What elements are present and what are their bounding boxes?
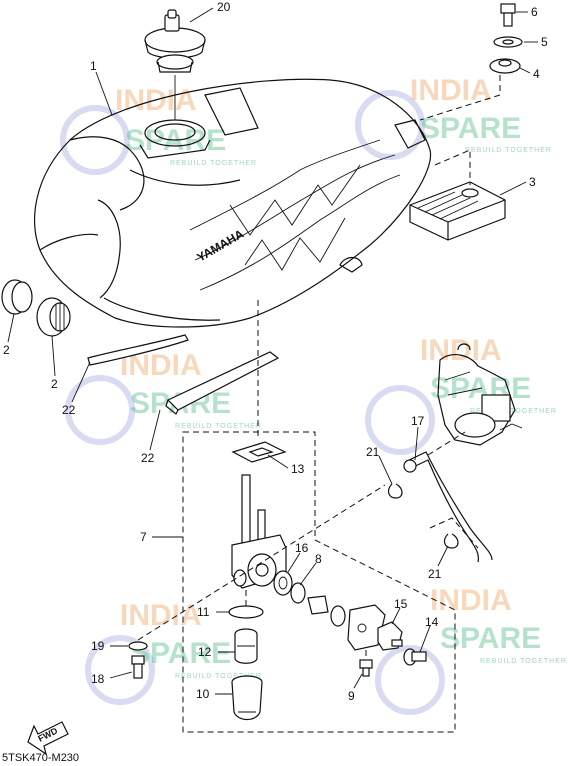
watermark-tagline: REBUILD TOGETHER (175, 673, 262, 680)
washer-19 (128, 641, 148, 651)
watermark-logo (365, 385, 435, 455)
watermark-word2: SPARE (420, 112, 521, 145)
watermark-word2: SPARE (440, 622, 541, 655)
seal-strip-22-upper (87, 334, 189, 366)
callout-10: 10 (196, 687, 210, 701)
watermark-tagline: REBUILD TOGETHER (470, 408, 557, 415)
callout-16: 16 (295, 541, 309, 555)
lever-shaft (307, 595, 386, 651)
watermark-logo (375, 645, 445, 715)
callout-14: 14 (425, 615, 439, 629)
callout-8: 8 (315, 552, 322, 566)
gasket-13 (231, 441, 287, 463)
callout-21-lower: 21 (428, 567, 442, 581)
fuel-cock-assembly-frame (182, 431, 456, 733)
callout-1: 1 (90, 59, 97, 73)
seal-strip-22-lower (165, 351, 280, 415)
fwd-arrow: FWD (27, 721, 69, 756)
o-ring-11 (228, 605, 264, 619)
callout-12: 12 (198, 645, 212, 659)
callout-11: 11 (197, 605, 210, 619)
tank-brand-label: YAMAHA (195, 227, 247, 265)
watermark-word1: INDIA (420, 334, 502, 367)
hose-clip-21-lower (429, 517, 479, 549)
watermark-logo (65, 375, 135, 445)
watermark-6: INDIA SPARE REBUILD TOGETHER (375, 584, 567, 715)
leader-lines (7, 7, 538, 695)
callout-18: 18 (91, 672, 105, 686)
callout-9: 9 (348, 689, 355, 703)
watermark-1: INDIA SPARE REBUILD TOGETHER (60, 84, 257, 175)
carburetor (437, 343, 523, 446)
callout-6: 6 (531, 5, 538, 19)
o-ring-8 (290, 582, 306, 604)
watermark-word1: INDIA (430, 584, 512, 617)
callout-5: 5 (541, 35, 548, 49)
watermark-logo (85, 635, 155, 705)
bolt-alignment-guide (137, 484, 386, 641)
callout-labels: 20 1 6 5 4 3 2 2 22 22 13 7 21 17 21 16 … (3, 0, 548, 703)
callout-19: 19 (91, 639, 105, 653)
callout-2-left: 2 (3, 343, 10, 357)
hose-clip-21-upper (387, 483, 403, 499)
watermark-5: INDIA SPARE REBUILD TOGETHER (85, 599, 262, 705)
callout-22-upper: 22 (62, 403, 76, 417)
watermark-word1: INDIA (410, 74, 492, 107)
bolt-6 (500, 3, 516, 27)
watermark-word1: INDIA (115, 84, 197, 117)
fuel-tank: YAMAHA (34, 78, 432, 328)
callout-4: 4 (533, 67, 540, 81)
fuel-cap (144, 9, 206, 120)
callout-13: 13 (291, 462, 305, 476)
cap-2-right (36, 297, 71, 337)
cap-2-left (1, 279, 33, 315)
watermark-word2: SPARE (130, 637, 231, 670)
callout-7: 7 (140, 530, 147, 544)
callout-2-right: 2 (51, 377, 58, 391)
bolt-18 (131, 655, 145, 679)
watermark-tagline: REBUILD TOGETHER (480, 658, 567, 665)
watermark-tagline: REBUILD TOGETHER (175, 423, 262, 430)
diagram-code: 5TSK470-M230 (2, 752, 80, 764)
filter-16 (273, 570, 293, 596)
cup-10 (231, 675, 263, 721)
watermark-2: INDIA SPARE REBUILD TOGETHER (355, 74, 552, 160)
callout-17: 17 (411, 414, 425, 428)
lever-15 (377, 621, 403, 651)
watermark-group: INDIA SPARE REBUILD TOGETHER INDIA SPARE… (60, 74, 567, 715)
watermark-logo (355, 90, 425, 160)
callout-22-lower: 22 (141, 451, 155, 465)
screw-14 (403, 648, 427, 666)
washer-5 (493, 36, 523, 48)
watermark-tagline: REBUILD TOGETHER (170, 160, 257, 167)
damper-4 (419, 58, 521, 121)
watermark-4: INDIA SPARE REBUILD TOGETHER (365, 334, 557, 455)
filter-12 (234, 628, 258, 664)
damper-3 (409, 149, 506, 241)
callout-15: 15 (394, 597, 408, 611)
screw-9 (359, 650, 373, 677)
watermark-word1: INDIA (120, 599, 202, 632)
callout-3: 3 (529, 175, 536, 189)
callout-20: 20 (217, 0, 231, 14)
watermark-tagline: REBUILD TOGETHER (465, 147, 552, 154)
fuel-cock-body (231, 474, 287, 589)
callout-21-upper: 21 (366, 445, 380, 459)
watermark-logo (60, 105, 130, 175)
fuel-hose-17 (403, 431, 493, 563)
